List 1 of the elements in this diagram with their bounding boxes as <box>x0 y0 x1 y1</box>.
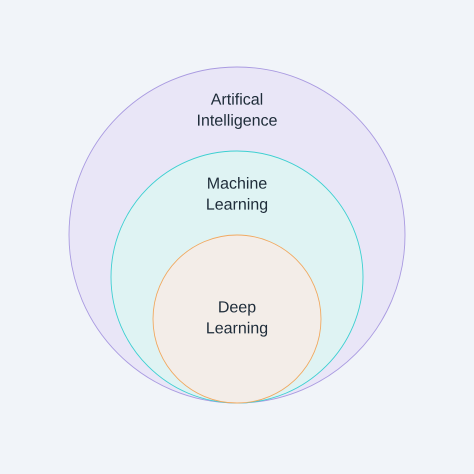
circle-region: Deep Learning <box>152 234 322 404</box>
